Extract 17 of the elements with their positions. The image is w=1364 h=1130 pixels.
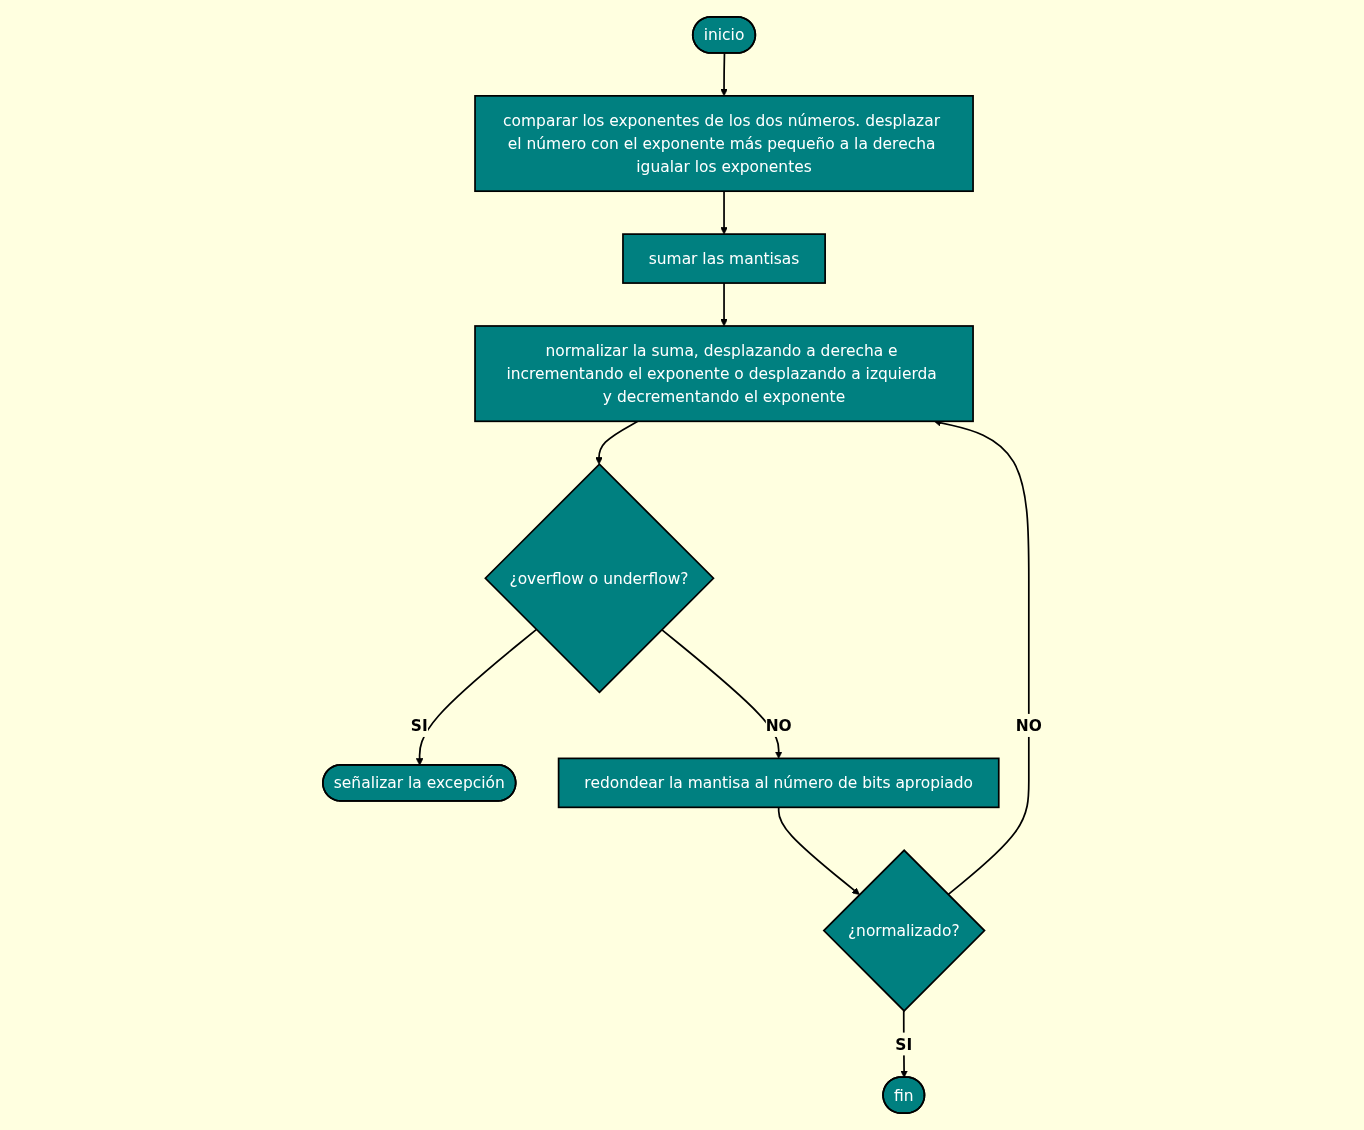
arrow xyxy=(594,420,639,465)
edge-label: NO xyxy=(765,716,792,735)
arrow xyxy=(719,190,728,235)
arrow xyxy=(719,52,728,97)
edge-label: SI xyxy=(410,716,428,735)
node-box: sumar las mantisas xyxy=(621,233,826,284)
node-box: redondear la mantisa al número de bits apropiado xyxy=(557,757,1000,809)
node-box: comparar los exponentes de los dos números. desplazar el número con el exponente más pequeño a la derecha igualar los exponentes xyxy=(473,95,974,193)
arrow xyxy=(777,806,860,895)
edge-label: SI xyxy=(894,1034,912,1054)
arrow xyxy=(660,628,783,759)
arrow xyxy=(415,628,537,766)
edge-label: NO xyxy=(1015,716,1042,735)
node-diamond: ¿overflow o underflow? xyxy=(483,463,715,694)
arrow xyxy=(719,282,728,327)
node-diamond: ¿normalizado? xyxy=(822,849,986,1013)
node-box: normalizar la suma, desplazando a derecha e incrementando el exponente o desplazando a izquierda y decrementando el exponente xyxy=(473,325,974,423)
